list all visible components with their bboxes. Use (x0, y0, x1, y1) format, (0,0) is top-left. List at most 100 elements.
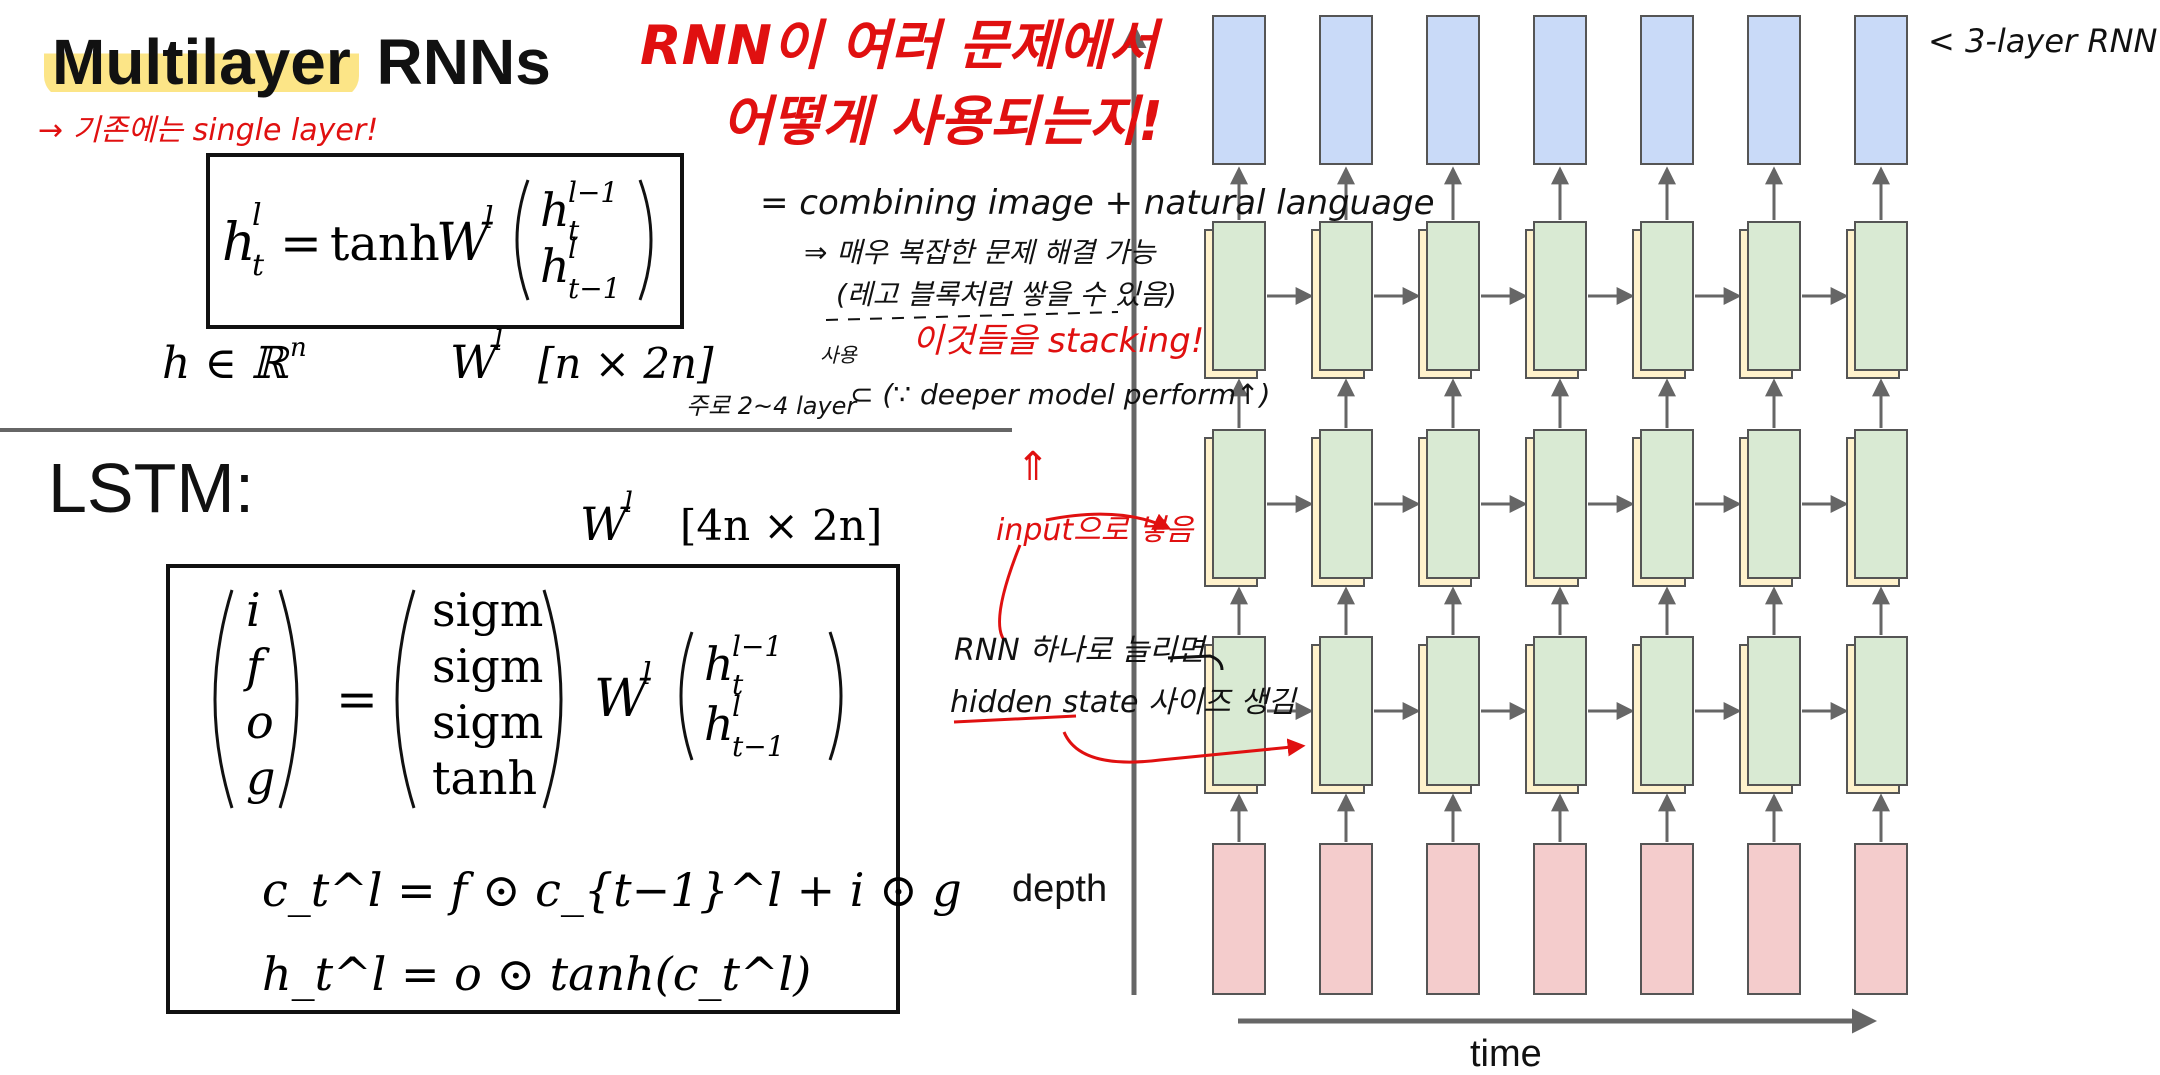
rnn-vec-bottom: h (540, 239, 570, 293)
rnn-dims-weight-sup: l (494, 324, 503, 357)
output-node (1212, 15, 1266, 165)
lstm-funcs-left-paren (395, 589, 416, 809)
hidden-node (1747, 221, 1801, 371)
depth-axis-label: depth (1012, 868, 1108, 910)
annotation-rnn-one: RNN 하나로 늘리면 (954, 633, 1208, 668)
lstm-heading: LSTM: (48, 449, 255, 527)
rnn-dimensions: h ∈ ℝ n W l [n × 2n] (162, 324, 714, 389)
hidden-node (1426, 429, 1480, 579)
rnn-lhs-sub: t (252, 248, 265, 283)
hidden-node (1854, 636, 1908, 786)
hidden-node (1212, 429, 1266, 579)
lstm-vec-right-paren (828, 631, 843, 761)
hidden-node (1640, 636, 1694, 786)
lstm-vec-bottom: h (704, 697, 734, 751)
annotation-lego-blocks: (레고 블록처럼 쌓을 수 있음) (836, 278, 1177, 311)
input-node (1640, 843, 1694, 995)
hidden-node (1212, 636, 1266, 786)
rnn-weight-sup: l (484, 201, 494, 236)
lstm-cell-equation: c_t^l = f ⊙ c_{t−1}^l + i ⊙ g (262, 863, 962, 917)
hidden-node (1319, 429, 1373, 579)
lstm-gate-func: sigm (432, 639, 543, 693)
lstm-gate-var: i (246, 583, 261, 637)
annotation-curve-down (998, 544, 1022, 641)
title-highlight: Multilayer (44, 26, 359, 98)
hidden-node (1533, 636, 1587, 786)
input-node (1426, 843, 1480, 995)
lstm-gates-right-paren (278, 589, 299, 809)
annotation-hidden-state-arrow (1062, 731, 1306, 764)
lstm-vec-left-paren (679, 631, 694, 761)
rnn-vec-top-sup: l−1 (568, 176, 618, 209)
rnn-vec-top: h (540, 183, 570, 237)
lstm-weight: W (594, 669, 651, 729)
output-node (1854, 15, 1908, 165)
lstm-equals: = (336, 670, 378, 728)
lstm-dims-weight: W (580, 497, 631, 551)
output-node (1640, 15, 1694, 165)
lstm-hidden-equation: h_t^l = o ⊙ tanh(c_t^l) (262, 947, 811, 1001)
lstm-vec-top: h (704, 637, 734, 691)
hidden-node (1640, 221, 1694, 371)
rnn-equation-box: h l t = tanh W l h l−1 t h l t−1 (206, 153, 684, 329)
annotation-rnn-one-stroke (1167, 654, 1224, 671)
hidden-node (1319, 221, 1373, 371)
input-node (1319, 843, 1373, 995)
time-axis-label: time (1470, 1033, 1542, 1075)
lstm-funcs-right-paren (542, 589, 563, 809)
annotation-3-layer-rnn: < 3-layer RNN > (1928, 22, 2160, 60)
hidden-node (1747, 429, 1801, 579)
hidden-node (1747, 636, 1801, 786)
rnn-vec-top-sub: t (568, 214, 580, 247)
rnn-lhs-sup: l (252, 198, 262, 233)
lstm-vec-bottom-sub: t−1 (732, 730, 785, 763)
rnn-equals: = (280, 214, 322, 272)
rnn-dims-weight: W (450, 335, 501, 389)
hidden-node (1319, 636, 1373, 786)
hidden-node (1533, 221, 1587, 371)
annotation-input: input으로 넣음 (996, 513, 1195, 548)
lstm-gates-left-paren (213, 589, 234, 809)
lstm-dimensions: W l [4n × 2n] (580, 486, 882, 551)
output-node (1426, 15, 1480, 165)
lstm-vec-top-sub: t (732, 668, 744, 701)
rnn-vec-bottom-sup: l (568, 232, 577, 265)
output-node (1747, 15, 1801, 165)
output-node (1533, 15, 1587, 165)
input-node (1854, 843, 1908, 995)
rnn-equation-frame (206, 153, 684, 329)
annotation-hidden-state-underline (953, 714, 1077, 724)
lstm-gate-func: sigm (432, 583, 543, 637)
rnn-h-space-sup: n (290, 333, 307, 363)
output-node (1319, 15, 1373, 165)
lstm-equation-box: i f o g = sigm sigm sigm tanh W l h l−1 … (166, 564, 962, 1014)
lstm-equation-frame (166, 564, 900, 1014)
hidden-node (1426, 221, 1480, 371)
annotation-how-used: 어떻게 사용되는지! (722, 90, 1163, 153)
lstm-dims-shape: [4n × 2n] (680, 501, 882, 550)
hidden-node (1854, 221, 1908, 371)
lstm-vec-bottom-sup: l (732, 690, 741, 723)
handwritten-annotations: → 기존에는 single layer! RNN이 여러 문제에서 어떻게 사용… (38, 14, 2160, 764)
lstm-vec-top-sup: l−1 (732, 630, 782, 663)
annotation-single-layer: → 기존에는 single layer! (38, 113, 378, 148)
annotation-use: 사용 (820, 343, 858, 367)
hidden-node (1533, 429, 1587, 579)
slide-title: Multilayer RNNs (44, 22, 551, 102)
annotation-2-4-layers: 주로 2~4 layer (686, 392, 858, 420)
lstm-gate-var: o (246, 695, 274, 749)
rnn-right-paren (638, 179, 653, 301)
lstm-weight-sup: l (642, 657, 652, 692)
rnn-weight: W (436, 213, 493, 273)
hidden-node (1212, 221, 1266, 371)
lstm-gate-func: tanh (432, 751, 537, 805)
annotation-hidden-state: hidden state 사이즈 생김 (950, 685, 1298, 720)
hidden-node (1854, 429, 1908, 579)
annotation-complex-problems: ⇒ 매우 복잡한 문제 해결 가능 (804, 236, 1158, 269)
annotation-combine-image-language: = combining image + natural language (760, 183, 1435, 223)
hidden-node (1640, 429, 1694, 579)
lstm-gate-var: f (243, 639, 270, 693)
rnn-dims-shape: [n × 2n] (538, 339, 714, 388)
